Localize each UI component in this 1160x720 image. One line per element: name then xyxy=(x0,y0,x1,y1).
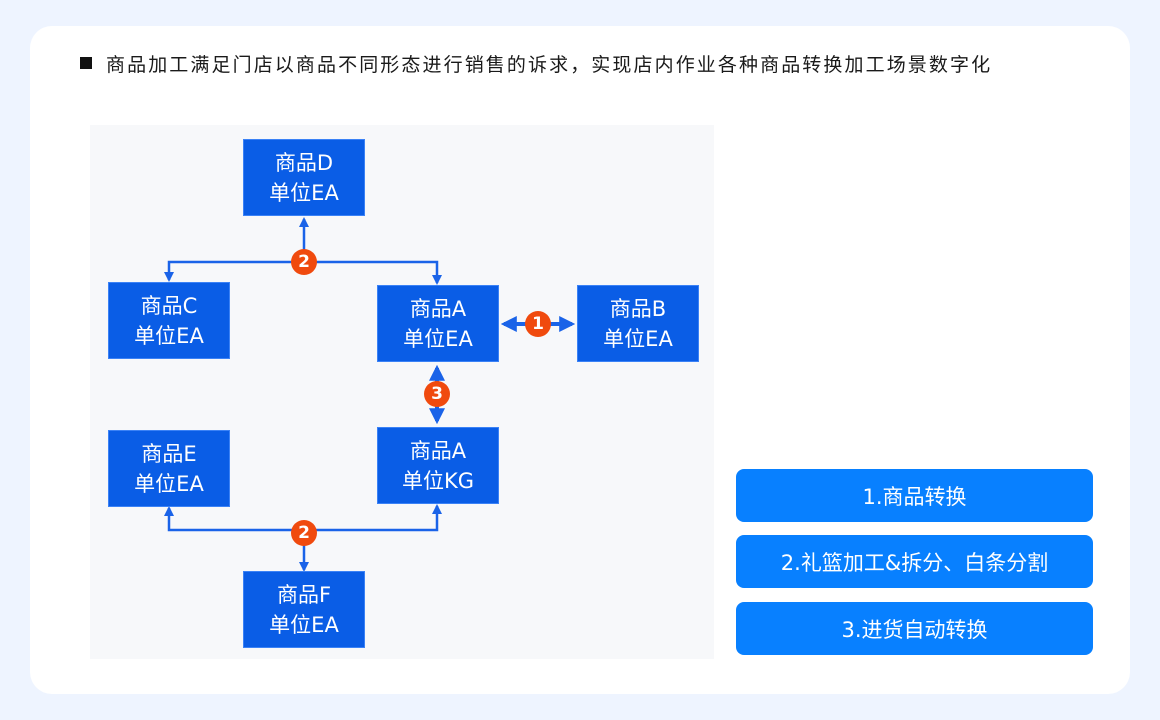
node-product-e-ea: 商品E 单位EA xyxy=(108,430,230,507)
step-badge-2-bottom: 2 xyxy=(291,520,317,546)
headline-text: 商品加工满足门店以商品不同形态进行销售的诉求，实现店内作业各种商品转换加工场景数… xyxy=(106,53,993,76)
bullet-square-icon xyxy=(80,57,92,69)
node-unit: 单位KG xyxy=(401,468,475,493)
step-badge-2-top: 2 xyxy=(291,249,317,275)
connector-to-c xyxy=(164,260,304,282)
node-product-a-ea: 商品A 单位EA xyxy=(377,285,499,362)
node-unit: 单位EA xyxy=(269,180,339,205)
step-badge-3: 3 xyxy=(424,381,450,407)
node-title: 商品C xyxy=(140,293,198,318)
node-product-f-ea: 商品F 单位EA xyxy=(243,571,365,648)
conversion-diagram: 商品D 单位EA 商品C 单位EA 商品A 单位EA 商品B 单位EA 商品A … xyxy=(90,125,714,659)
node-unit: 单位EA xyxy=(603,326,673,351)
node-title: 商品F xyxy=(276,582,332,607)
diagram-connectors xyxy=(164,217,576,572)
node-title: 商品E xyxy=(141,441,197,466)
node-unit: 单位EA xyxy=(134,471,204,496)
connector-to-a-kg xyxy=(304,504,442,532)
node-title: 商品A xyxy=(409,296,467,321)
node-title: 商品A xyxy=(409,438,467,463)
legend-button-gift-basket-processing[interactable]: 2.礼篮加工&拆分、白条分割 xyxy=(736,535,1093,588)
node-product-d-ea: 商品D 单位EA xyxy=(243,139,365,216)
node-title: 商品D xyxy=(274,150,334,175)
legend-button-product-conversion[interactable]: 1.商品转换 xyxy=(736,469,1093,522)
node-title: 商品B xyxy=(609,296,667,321)
node-unit: 单位EA xyxy=(403,326,473,351)
step-badge-1: 1 xyxy=(525,311,551,337)
node-unit: 单位EA xyxy=(269,612,339,637)
node-product-b-ea: 商品B 单位EA xyxy=(577,285,699,362)
node-product-c-ea: 商品C 单位EA xyxy=(108,282,230,359)
node-product-a-kg: 商品A 单位KG xyxy=(377,427,499,504)
headline: 商品加工满足门店以商品不同形态进行销售的诉求，实现店内作业各种商品转换加工场景数… xyxy=(80,50,992,76)
connector-to-e xyxy=(164,506,304,532)
connector-to-a-ea xyxy=(304,260,442,285)
node-unit: 单位EA xyxy=(134,323,204,348)
legend-button-auto-conversion-on-receipt[interactable]: 3.进货自动转换 xyxy=(736,602,1093,655)
